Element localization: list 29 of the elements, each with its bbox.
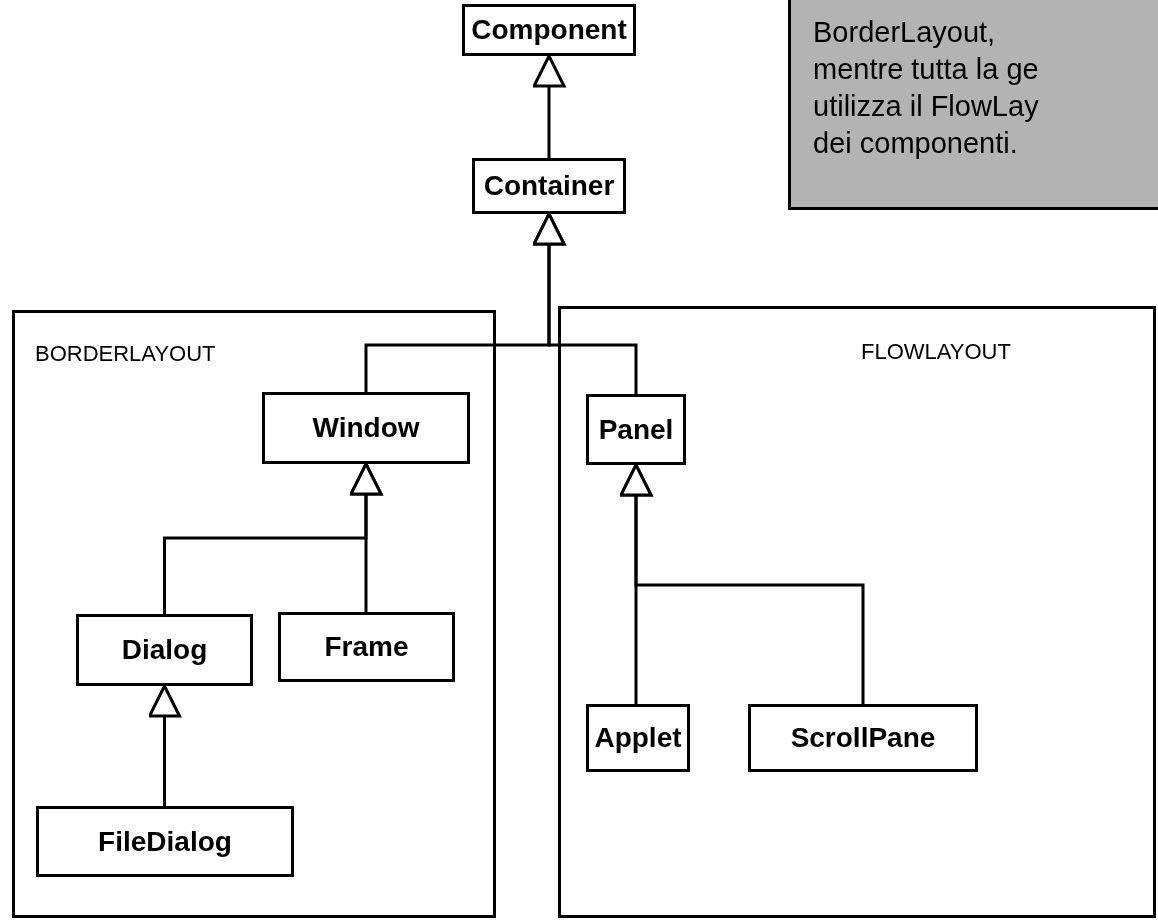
- note-text: BorderLayout, mentre tutta la ge utilizza il FlowLay dei componenti.: [813, 15, 1040, 161]
- class-name: Frame: [324, 631, 409, 663]
- class-name: Panel: [598, 413, 674, 446]
- class-box: [586, 394, 686, 465]
- class-name: Window: [312, 412, 420, 444]
- class-name: Applet: [594, 722, 682, 754]
- inheritance-arrow: [349, 462, 383, 612]
- class-name: ScrollPane: [790, 722, 936, 754]
- inheritance-arrow: [619, 463, 865, 704]
- class-box: [262, 392, 470, 464]
- inheritance-arrow: [148, 684, 181, 806]
- group-frame: [12, 310, 496, 918]
- class-box: [462, 4, 636, 56]
- note-box: [788, 0, 1158, 210]
- class-box: [586, 704, 690, 772]
- class-box: [472, 158, 626, 214]
- class-box: [36, 806, 294, 877]
- group-frame: [558, 306, 1156, 918]
- class-box: [76, 614, 253, 686]
- class-box: [748, 704, 978, 772]
- inheritance-arrow: [532, 54, 566, 158]
- class-name: Component: [471, 14, 627, 46]
- class-name: Dialog: [121, 634, 208, 666]
- inheritance-arrow: [532, 212, 638, 394]
- class-name: FileDialog: [98, 825, 232, 858]
- class-name: Container: [483, 170, 615, 202]
- class-box: [278, 612, 455, 682]
- group-label: FLOWLAYOUT: [861, 339, 1011, 365]
- group-label: BORDERLAYOUT: [35, 341, 216, 367]
